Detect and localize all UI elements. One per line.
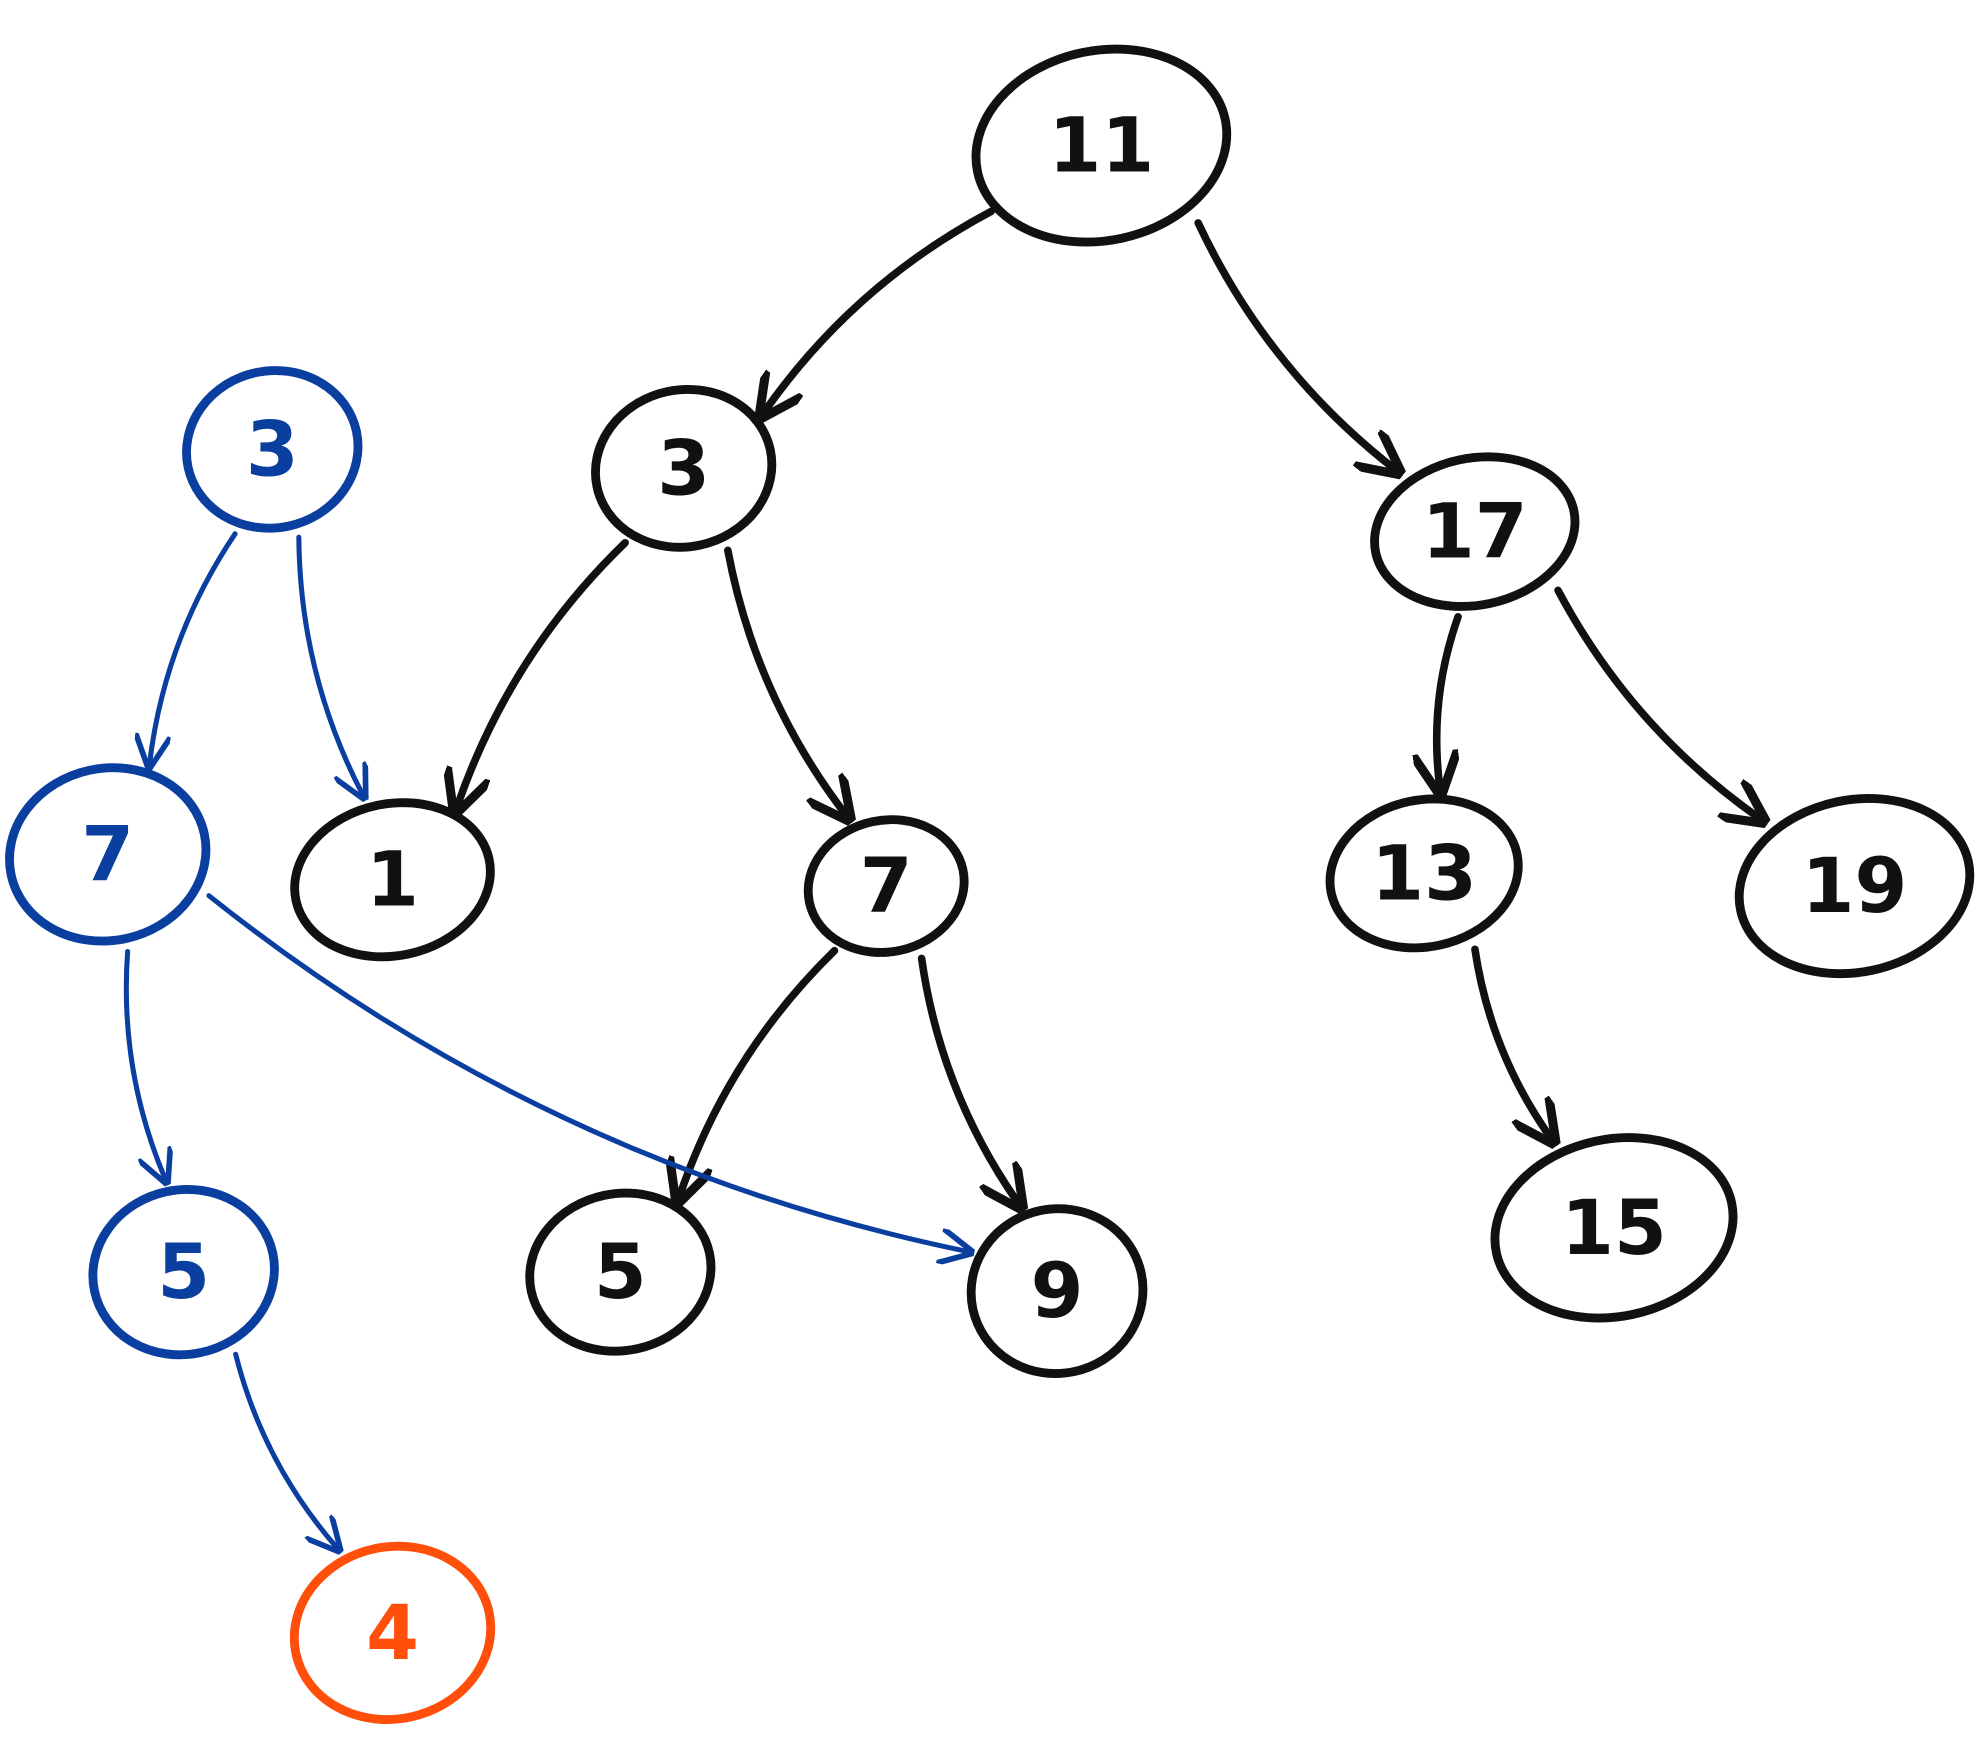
node-label: 13: [1371, 829, 1477, 917]
node-circle: [591, 384, 777, 552]
node-label: 4: [366, 1589, 419, 1677]
edges: [123, 207, 1760, 1547]
edge-b5-to-o4: [233, 1351, 337, 1547]
node-circle: [525, 1188, 716, 1356]
node-n15: 15: [1490, 1133, 1738, 1323]
node-circle: [5, 763, 211, 946]
node-label: 5: [157, 1228, 210, 1316]
edge-n17-to-n13: [1437, 612, 1458, 788]
edge-b3-to-n1: [296, 534, 363, 794]
node-circle: [966, 1204, 1148, 1378]
edge-n7-to-n9: [917, 954, 1019, 1203]
node-circle: [1325, 794, 1523, 953]
node-n17: 17: [1370, 452, 1580, 611]
node-label: 9: [1031, 1247, 1084, 1335]
node-circle: [1490, 1133, 1738, 1323]
edge-n7-to-n5: [679, 946, 839, 1197]
node-n7: 7: [803, 815, 969, 957]
node-label: 17: [1422, 488, 1528, 576]
node-label: 1: [366, 836, 419, 924]
node-circle: [1734, 794, 1975, 979]
node-label: 3: [657, 424, 710, 512]
edge-n13-to-n15: [1471, 945, 1551, 1138]
edge-n3-to-n7: [724, 546, 847, 815]
node-b7: 7: [5, 763, 211, 946]
node-n3: 3: [591, 384, 777, 552]
node-circle: [1370, 452, 1580, 611]
node-n19: 19: [1734, 794, 1975, 979]
node-o4: 4: [289, 1541, 496, 1724]
node-n5: 5: [525, 1188, 716, 1356]
node-n13: 13: [1325, 794, 1523, 953]
node-circle: [289, 1541, 496, 1724]
edge-b7-to-n9: [206, 893, 967, 1252]
node-n1: 1: [290, 798, 495, 962]
node-b3: 3: [182, 366, 363, 533]
node-circle: [803, 815, 969, 957]
node-label: 5: [594, 1228, 647, 1316]
node-b5: 5: [88, 1185, 279, 1360]
edge-b7-to-b5: [123, 949, 165, 1179]
edge-n11-to-n17: [1194, 219, 1395, 470]
edge-b3-to-b7: [150, 531, 238, 763]
node-label: 19: [1802, 842, 1908, 930]
node-label: 11: [1049, 102, 1155, 190]
edge-n11-to-n3: [764, 207, 995, 412]
node-label: 3: [246, 405, 299, 493]
node-circle: [971, 44, 1232, 247]
node-label: 7: [81, 810, 134, 898]
node-circle: [182, 366, 363, 533]
node-label: 15: [1561, 1184, 1667, 1272]
edge-n3-to-n1: [457, 538, 629, 808]
node-circle: [290, 798, 495, 962]
edge-n17-to-n19: [1554, 586, 1760, 818]
node-label: 7: [860, 842, 913, 930]
node-n11: 11: [971, 44, 1232, 247]
node-n9: 9: [966, 1204, 1148, 1378]
node-circle: [88, 1185, 279, 1360]
